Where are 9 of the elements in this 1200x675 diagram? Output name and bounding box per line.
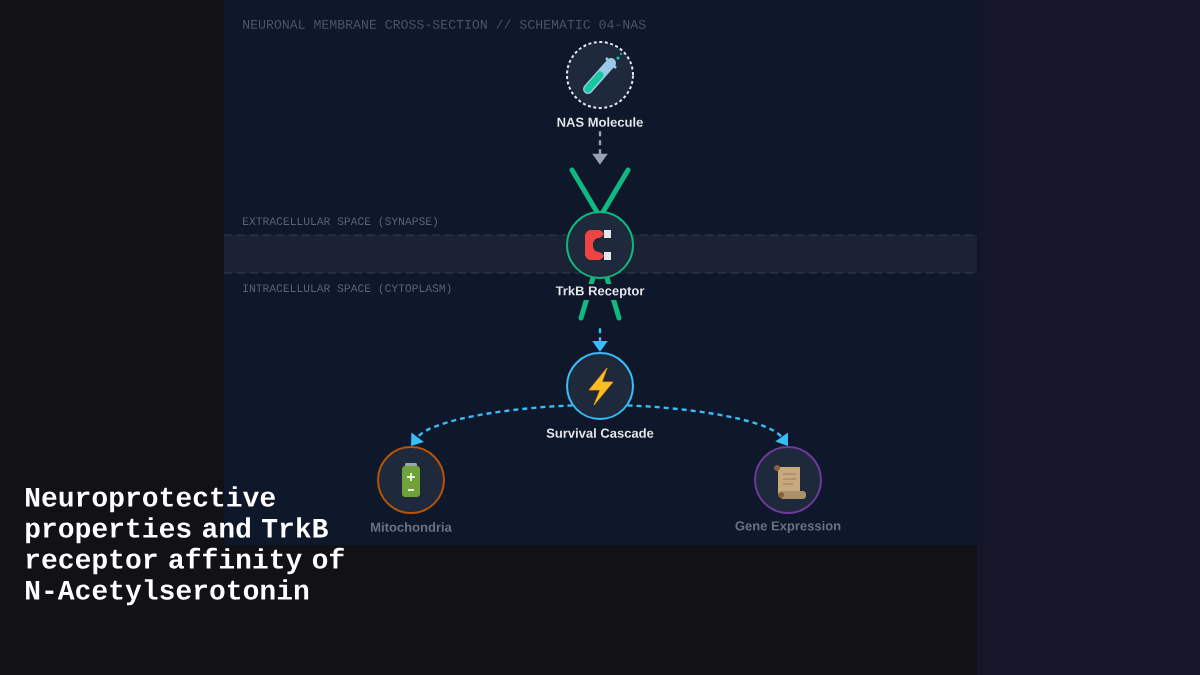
region-label: INTRACELLULAR SPACE (CYTOPLASM) [243,283,451,295]
arrow [627,404,788,446]
node-label: Survival Cascade [544,426,656,440]
diagram-heading: NEURONAL MEMBRANE CROSS-SECTION // SCHEMATIC 04-NAS [243,19,646,29]
arrow [411,404,573,446]
title: Neuroprotective properties and TrkB receptor affinity of N-Acetylserotonin [26,486,344,606]
node-label: NAS Molecule [554,115,646,129]
node-label: Mitochondria [368,520,454,534]
region-label: EXTRACELLULAR SPACE (SYNAPSE) [243,216,437,228]
